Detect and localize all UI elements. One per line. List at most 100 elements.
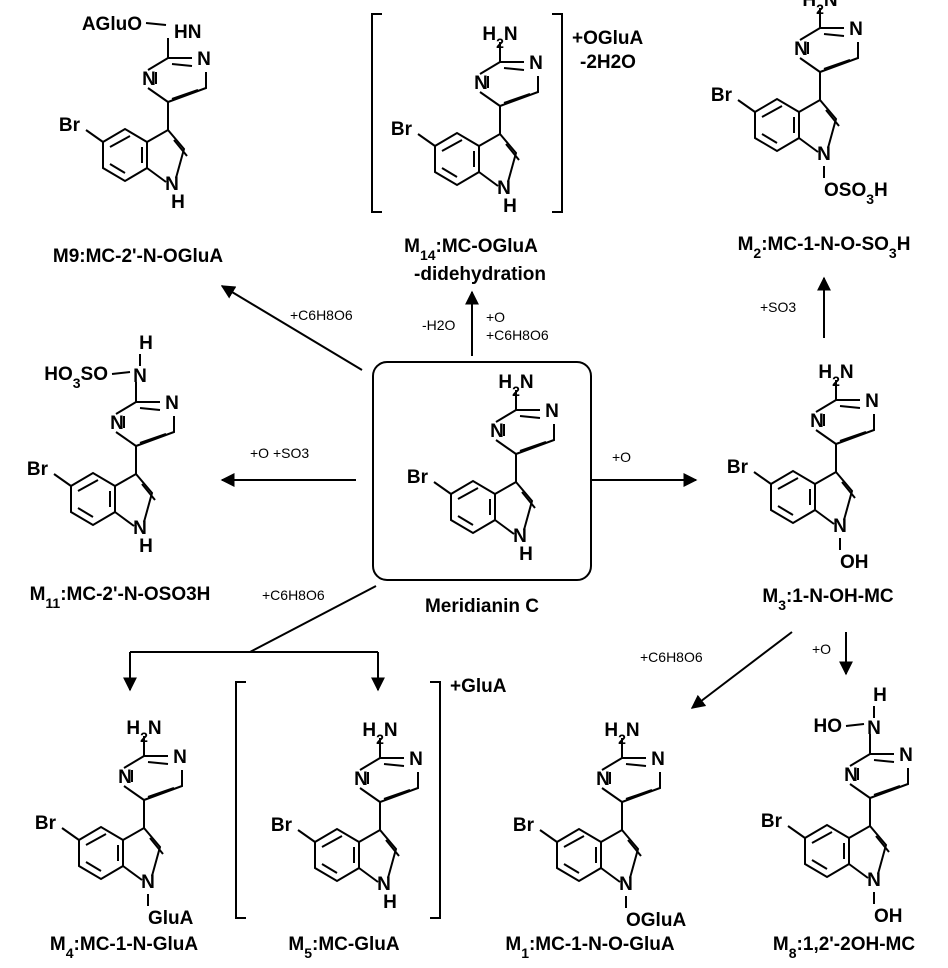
m8-br-atom: Br	[761, 811, 783, 832]
m11-o-substituent: HO3SO	[44, 364, 108, 391]
m2-amino-group: H2N	[802, 0, 837, 17]
meridianin-c-indole-h: H	[519, 544, 533, 565]
reagent-m14-oxygen: +O	[486, 309, 505, 325]
reagent-m9: +C6H8O6	[290, 307, 353, 323]
reagent-m14-water: -H2O	[422, 317, 456, 333]
m5-indole-h: H	[383, 892, 397, 913]
m14-skeleton	[417, 41, 539, 187]
meridianin-c-indole-n: N	[513, 526, 527, 547]
m2-skeleton	[737, 7, 859, 153]
m9-n3-atom: N	[142, 69, 156, 90]
reagent-m11: +O +SO3	[250, 445, 309, 461]
m5-label: M5:MC-GluA	[288, 934, 399, 961]
m1-amino-group: H2N	[604, 720, 639, 747]
m8-nh-h: H	[873, 685, 887, 706]
m5-n3-atom: N	[354, 769, 368, 790]
m4-indole-n: N	[141, 872, 155, 893]
m8-label: M8:1,2'-2OH-MC	[773, 934, 915, 961]
m3-n-substituent: OH	[840, 552, 869, 573]
m14-bracket-left	[371, 13, 382, 213]
m14-bracket-right	[552, 13, 563, 213]
m8-n1-atom: N	[899, 745, 913, 766]
arrow-to-m1	[690, 631, 793, 709]
m3-n3-atom: N	[810, 411, 824, 432]
m5-note-glua: +GluA	[450, 676, 507, 697]
m4-n3-atom: N	[118, 767, 132, 788]
m1-skeleton	[539, 737, 661, 883]
m5-skeleton	[297, 737, 419, 883]
m11-indole-h: H	[139, 536, 153, 557]
m8-nh-group: N	[867, 718, 881, 739]
m9-o-substituent: AGluO	[82, 14, 142, 35]
m1-n3-atom: N	[596, 769, 610, 790]
m2-br-atom: Br	[711, 85, 733, 106]
m14-indole-h: H	[503, 196, 517, 217]
arrow-to-m9	[220, 285, 363, 371]
meridianin-c-label: Meridianin C	[425, 596, 539, 617]
m4-n1-atom: N	[173, 747, 187, 768]
m1-n-substituent: OGluA	[626, 910, 686, 931]
m8-skeleton	[787, 733, 909, 879]
m11-nh-h: H	[139, 333, 153, 354]
m9-indole-h: H	[171, 192, 185, 213]
m14-label-line2: -didehydration	[414, 264, 546, 285]
m1-n1-atom: N	[651, 749, 665, 770]
meridianin-c-n3-atom: N	[490, 421, 504, 442]
m9-skeleton	[85, 37, 207, 183]
m3-skeleton	[753, 379, 875, 525]
m3-amino-group: H2N	[818, 362, 853, 389]
m1-indole-n: N	[619, 874, 633, 895]
m4-n-substituent: GluA	[148, 908, 194, 929]
m1-label: M1:MC-1-N-O-GluA	[505, 934, 675, 961]
m11-skeleton	[53, 381, 175, 527]
m11-n3-atom: N	[110, 413, 124, 434]
m5-bracket-left	[235, 681, 246, 919]
m14-amino-group: H2N	[482, 24, 517, 51]
reagent-m8: +O	[812, 641, 831, 657]
m2-n-substituent: OSO3H	[824, 180, 888, 207]
m9-br-atom: Br	[59, 115, 81, 136]
reagent-m4m5: +C6H8O6	[262, 587, 325, 603]
m3-label: M3:1-N-OH-MC	[762, 586, 894, 613]
m14-label: M14:MC-OGluA	[404, 236, 538, 263]
meridianin-c-skeleton	[433, 389, 555, 535]
m1-br-atom: Br	[513, 815, 535, 836]
m2-n3-atom: N	[794, 39, 808, 60]
m2-indole-n: N	[817, 144, 831, 165]
m4-br-atom: Br	[35, 813, 57, 834]
m4-label: M4:MC-1-N-GluA	[50, 934, 198, 961]
m11-label: M11:MC-2'-N-OSO3H	[30, 584, 211, 611]
m9-nh-group: HN	[174, 22, 201, 43]
m5-amino-group: H2N	[362, 720, 397, 747]
meridianin-c-box	[372, 361, 592, 581]
m14-n3-atom: N	[474, 73, 488, 94]
m14-br-atom: Br	[391, 119, 413, 140]
meridianin-c-n1-atom: N	[545, 401, 559, 422]
m11-br-atom: Br	[27, 459, 49, 480]
m3-n1-atom: N	[865, 391, 879, 412]
m9-label: M9:MC-2'-N-OGluA	[53, 246, 223, 267]
m2-label: M2:MC-1-N-O-SO3H	[738, 234, 911, 261]
m3-indole-n: N	[833, 516, 847, 537]
m11-indole-n: N	[133, 518, 147, 539]
m5-bracket-right	[430, 681, 441, 919]
m5-indole-n: N	[377, 874, 391, 895]
m14-n1-atom: N	[529, 53, 543, 74]
m9-indole-n: N	[165, 174, 179, 195]
reagent-m14-ascorbate: +C6H8O6	[486, 327, 549, 343]
m11-n1-atom: N	[165, 393, 179, 414]
m8-n3-atom: N	[844, 765, 858, 786]
m8-indole-n: N	[867, 870, 881, 891]
m5-br-atom: Br	[271, 815, 293, 836]
m8-n-substituent: OH	[874, 906, 903, 927]
